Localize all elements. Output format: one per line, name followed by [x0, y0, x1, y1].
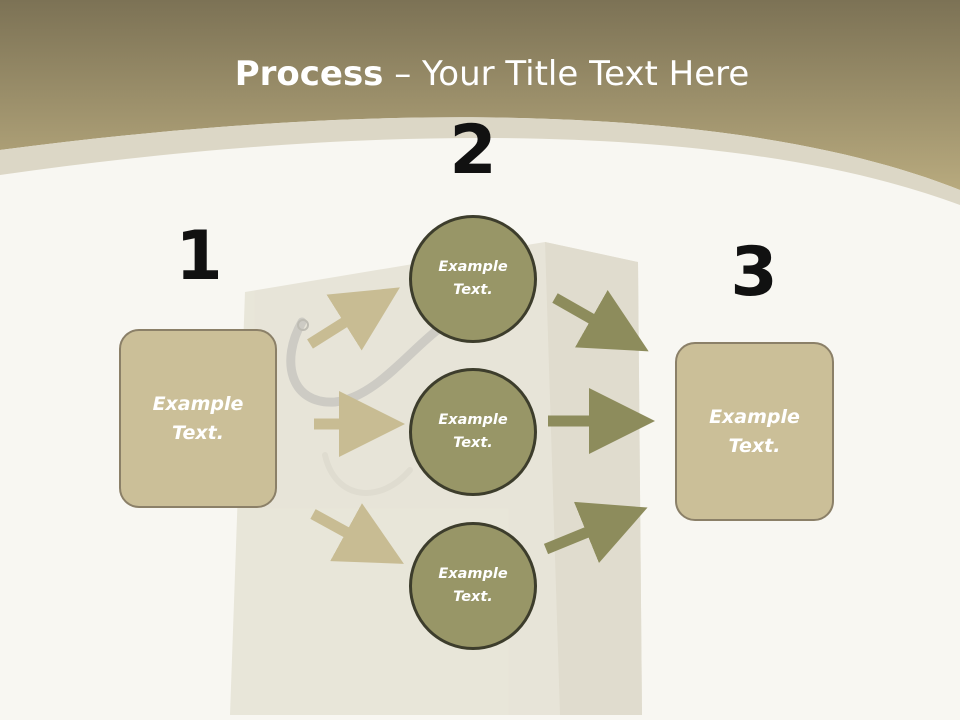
step-3-box: Example Text. [675, 342, 834, 521]
step-3-line2: Text. [728, 434, 781, 457]
circle-top-line1: Example [438, 259, 508, 275]
step-3-line1: Example [709, 405, 800, 428]
circle-top-line2: Text. [453, 282, 493, 298]
step-1-line2: Text. [172, 421, 224, 444]
arrow-top-to-3 [552, 289, 649, 352]
circle-middle: Example Text. [409, 368, 537, 496]
circle-top: Example Text. [409, 215, 537, 343]
arrow-bottom-to-3 [543, 501, 648, 564]
circle-bottom: Example Text. [409, 522, 537, 650]
title-rest: – Your Title Text Here [383, 54, 750, 94]
arrow-1-to-top [307, 287, 400, 351]
header-band [0, 0, 960, 190]
title-bold: Process [234, 54, 384, 94]
arrow-1-to-bottom [310, 503, 404, 564]
header-swoosh [0, 117, 960, 205]
circle-middle-line1: Example [438, 412, 508, 428]
slide-title: Process – Your Title Text Here [0, 52, 960, 96]
circle-bottom-line2: Text. [453, 589, 493, 605]
step-number-2: 2 [449, 111, 497, 190]
step-number-3: 3 [730, 233, 778, 312]
step-1-box: Example Text. [119, 329, 277, 508]
circle-bottom-line1: Example [438, 566, 508, 582]
circle-middle-line2: Text. [453, 435, 493, 451]
step-number-1: 1 [175, 217, 223, 296]
step-1-line1: Example [152, 392, 244, 415]
